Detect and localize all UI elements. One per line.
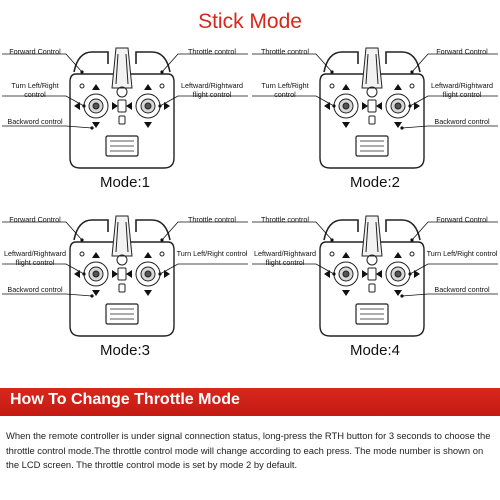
right-control-label: Leftward/Rightward flight control	[431, 81, 493, 99]
left-control-label: Leftward/Rightward flight control	[254, 249, 316, 267]
mode-label: Mode:1	[99, 174, 151, 191]
left-control-label: Forward Control	[9, 215, 61, 224]
controller-diagram	[252, 47, 498, 169]
right-control-label: Turn Left/Right control	[176, 249, 248, 258]
mode-label: Mode:3	[99, 342, 151, 359]
left-control-label: Turn Left/Right control	[261, 81, 309, 99]
section-body: When the remote controller is under sign…	[6, 430, 491, 471]
left-control-label: Throttle control	[261, 215, 309, 224]
left-control-label: Backword control	[7, 117, 63, 126]
left-control-label: Turn Left/Right control	[11, 81, 59, 99]
mode-label: Mode:4	[349, 342, 401, 359]
left-control-label: Leftward/Rightward flight control	[4, 249, 66, 267]
page-title: Stick Mode	[198, 10, 302, 33]
right-control-label: Forward Control	[436, 47, 488, 56]
mode-label: Mode:2	[349, 174, 401, 191]
right-control-label: Backword control	[434, 285, 490, 294]
section-banner: How To Change Throttle Mode	[0, 388, 500, 416]
controller-diagram	[2, 215, 248, 337]
controller-diagram	[2, 47, 248, 169]
left-control-label: Backword control	[7, 285, 63, 294]
right-control-label: Turn Left/Right control	[426, 249, 498, 258]
controller-diagram	[252, 215, 498, 337]
section-heading: How To Change Throttle Mode	[10, 391, 240, 408]
right-control-label: Backword control	[434, 117, 490, 126]
left-control-label: Forward Control	[9, 47, 61, 56]
right-control-label: Leftward/Rightward flight control	[181, 81, 243, 99]
left-control-label: Throttle control	[261, 47, 309, 56]
right-control-label: Throttle control	[188, 47, 236, 56]
right-control-label: Throttle control	[188, 215, 236, 224]
right-control-label: Forward Control	[436, 215, 488, 224]
